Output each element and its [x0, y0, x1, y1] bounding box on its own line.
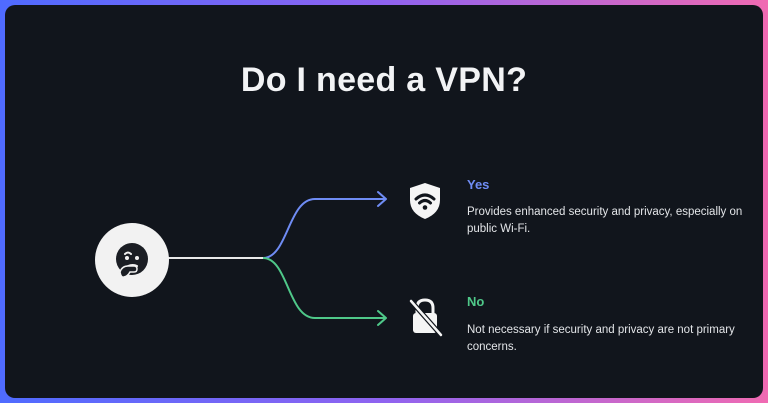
- yes-branch-line: [262, 198, 385, 259]
- thinking-face-icon: [116, 243, 148, 278]
- yes-description: Provides enhanced security and privacy, …: [467, 206, 743, 235]
- shield-wifi-icon: [407, 181, 443, 221]
- yes-arrowhead: [377, 191, 387, 207]
- question-avatar: [95, 223, 169, 297]
- page-title: Do I need a VPN?: [240, 61, 528, 99]
- no-label: No: [467, 294, 485, 309]
- no-branch-line: [262, 257, 385, 319]
- decision-connectors: [164, 191, 387, 326]
- no-arrowhead: [377, 310, 387, 326]
- yes-label: Yes: [467, 177, 490, 192]
- diagram-canvas: Do I need a VPN?: [5, 5, 763, 398]
- no-description: Not necessary if security and privacy ar…: [467, 324, 735, 353]
- unlocked-padlock-slash-icon: [407, 297, 444, 338]
